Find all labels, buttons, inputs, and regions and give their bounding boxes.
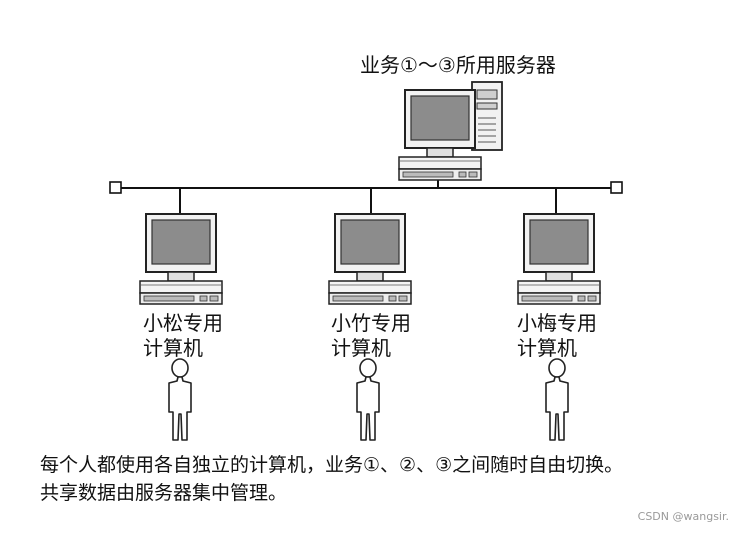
client-1-label-line1: 小松专用 (143, 311, 223, 335)
watermark-text: CSDN @wangsir. (637, 510, 729, 523)
client-computer-icon-1 (139, 213, 223, 305)
caption-line-2: 共享数据由服务器集中管理。 (40, 482, 288, 504)
person-icon-2 (356, 358, 380, 441)
client-computer-icon-2 (328, 213, 412, 305)
server-computer-icon (398, 81, 503, 181)
client-3-label-line1: 小梅专用 (517, 311, 597, 335)
bus-terminator-left (109, 181, 122, 194)
client-3-label-line2: 计算机 (517, 336, 577, 360)
bus-terminator-right (610, 181, 623, 194)
client-2-label-line1: 小竹专用 (331, 311, 411, 335)
client-1-label-line2: 计算机 (143, 336, 203, 360)
person-icon-1 (168, 358, 192, 441)
client-2-label-line2: 计算机 (331, 336, 391, 360)
caption-line-1: 每个人都使用各自独立的计算机，业务①、②、③之间随时自由切换。 (40, 454, 624, 476)
person-icon-3 (545, 358, 569, 441)
client-computer-icon-3 (517, 213, 601, 305)
server-label: 业务①～③所用服务器 (360, 53, 556, 77)
